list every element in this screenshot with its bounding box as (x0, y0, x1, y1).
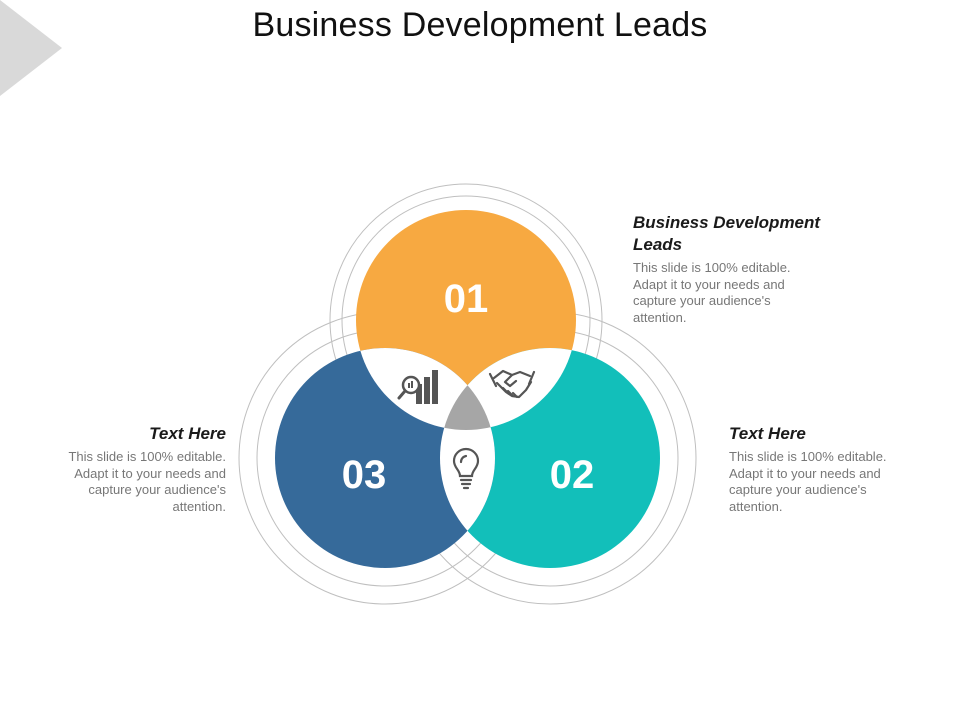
corner-decoration (0, 0, 62, 96)
text-block-03-body: This slide is 100% editable. Adapt it to… (68, 449, 226, 514)
text-block-03-heading: Text Here (149, 424, 226, 443)
circle-number-02: 02 (550, 453, 595, 497)
text-block-02-heading: Text Here (729, 424, 806, 443)
circle-number-03: 03 (342, 453, 387, 497)
circle-number-01: 01 (444, 277, 489, 321)
text-block-03: Text Here This slide is 100% editable. A… (66, 423, 226, 515)
handshake-icon (488, 369, 536, 399)
slide-title: Business Development Leads (252, 6, 708, 44)
text-block-01: Business Development Leads This slide is… (633, 212, 823, 326)
magnifier-chart-icon (397, 370, 438, 404)
text-block-02-body: This slide is 100% editable. Adapt it to… (729, 449, 887, 514)
text-block-02: Text Here This slide is 100% editable. A… (729, 423, 899, 515)
text-block-01-heading: Business Development Leads (633, 213, 821, 254)
overlap-01-03 (356, 348, 495, 430)
text-block-01-body: This slide is 100% editable. Adapt it to… (633, 260, 791, 325)
overlap-01-02 (440, 348, 576, 430)
lightbulb-icon (452, 447, 480, 490)
